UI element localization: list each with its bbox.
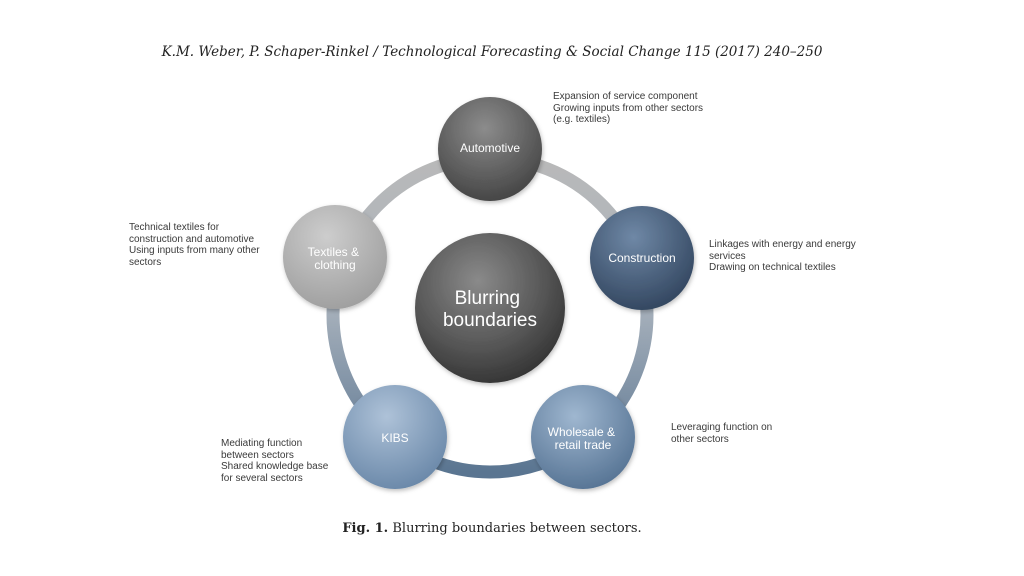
- note-line: Shared knowledge base: [221, 461, 329, 472]
- center-label-line-1: Blurring: [455, 288, 520, 309]
- note-textiles: Technical textiles for construction and …: [129, 222, 260, 268]
- node-construction: Construction: [590, 206, 694, 310]
- svg-text:KIBS: KIBS: [381, 431, 408, 445]
- node-automotive: Automotive: [438, 97, 542, 201]
- note-line: Linkages with energy and energy: [709, 239, 856, 250]
- note-line: Technical textiles for: [129, 222, 220, 233]
- kibs-label: KIBS: [381, 431, 408, 445]
- svg-text:Construction: Construction: [608, 251, 675, 265]
- textiles-label-line-1: Textiles &: [308, 245, 359, 259]
- wholesale-label-line-1: Wholesale &: [548, 425, 615, 439]
- note-line: services: [709, 250, 746, 262]
- note-line: between sectors: [221, 449, 294, 461]
- svg-text:Automotive: Automotive: [460, 141, 520, 155]
- note-line: Using inputs from many other: [129, 245, 260, 256]
- note-line: Mediating function: [221, 438, 303, 449]
- note-line: for several sectors: [221, 472, 303, 484]
- svg-text:Textiles & clothing: Textiles & clothing: [308, 245, 363, 272]
- wholesale-label-line-2: retail trade: [555, 438, 612, 452]
- note-automotive: Expansion of service component Growing i…: [553, 91, 703, 126]
- construction-label: Construction: [608, 251, 675, 265]
- node-wholesale-retail: Wholesale & retail trade: [531, 385, 635, 489]
- textiles-label-line-2: clothing: [314, 258, 355, 272]
- node-kibs: KIBS: [343, 385, 447, 489]
- note-line: Growing inputs from other sectors: [553, 102, 704, 114]
- automotive-label: Automotive: [460, 141, 520, 155]
- note-kibs: Mediating function between sectors Share…: [221, 438, 328, 484]
- center-node: Blurring boundaries: [415, 233, 565, 383]
- node-textiles-clothing: Textiles & clothing: [283, 205, 387, 309]
- note-line: (e.g. textiles): [553, 114, 611, 125]
- note-line: sectors: [129, 256, 162, 268]
- note-wholesale: Leveraging function on other sectors: [671, 422, 772, 445]
- center-label-line-2: boundaries: [443, 310, 537, 331]
- figure-caption: Fig. 1. Blurring boundaries between sect…: [0, 521, 984, 536]
- note-line: Drawing on technical textiles: [709, 262, 836, 273]
- figure-caption-text: Blurring boundaries between sectors.: [392, 521, 642, 536]
- svg-text:Wholesale & retail trade: Wholesale & retail trade: [548, 425, 619, 452]
- note-construction: Linkages with energy and energy services…: [709, 239, 856, 274]
- journal-citation-header: K.M. Weber, P. Schaper-Rinkel / Technolo…: [161, 44, 823, 60]
- note-line: Leveraging function on: [671, 422, 773, 433]
- svg-text:Blurring boundaries: Blurring boundaries: [443, 288, 537, 331]
- note-line: Expansion of service component: [553, 91, 698, 102]
- figure-label: Fig. 1.: [342, 521, 389, 536]
- note-line: construction and automotive: [129, 233, 255, 245]
- note-line: other sectors: [671, 433, 729, 445]
